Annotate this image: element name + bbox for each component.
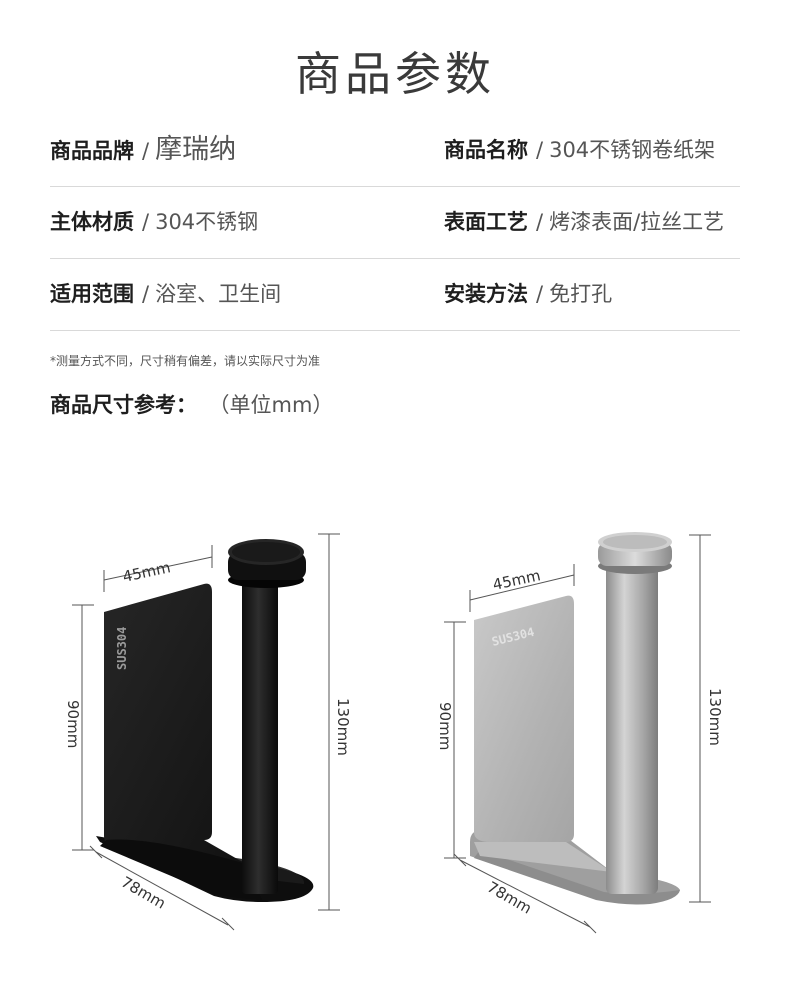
silver-height-label: 90mm: [436, 702, 454, 750]
spec-separator: /: [536, 282, 544, 306]
spec-value: 304不锈钢: [155, 210, 259, 234]
spec-value: 免打孔: [549, 282, 613, 306]
spec-separator: /: [142, 282, 150, 306]
spec-separator: /: [142, 139, 150, 163]
spec-label: 表面工艺: [444, 210, 528, 234]
silver-holder: SUS304 45mm 90mm 130mm 78mm: [436, 532, 724, 934]
dimensions-label: 商品尺寸参考：: [50, 393, 197, 417]
black-holder: SUS304 45mm 90mm 130mm 78mm: [64, 533, 352, 931]
silver-width-label: 45mm: [491, 566, 542, 594]
black-marking: SUS304: [115, 627, 129, 670]
black-total-height-label: 130mm: [334, 698, 352, 756]
spec-usage: 适用范围 /浴室、卫生间: [50, 258, 281, 330]
page-title: 商品参数: [295, 47, 495, 101]
spec-value: 摩瑞纳: [155, 134, 237, 165]
silver-width-dimension-line: [469, 574, 575, 601]
silver-back-plate: [474, 595, 574, 842]
spec-row: 商品品牌/摩瑞纳 商品名称/304不锈钢卷纸架: [50, 114, 740, 187]
silver-total-height-label: 130mm: [706, 688, 724, 746]
black-width-label: 45mm: [121, 558, 172, 586]
spec-brand: 商品品牌 /摩瑞纳: [50, 114, 236, 186]
black-back-plate: [104, 583, 246, 864]
measurement-note: *测量方式不同，尺寸稍有偏差，请以实际尺寸为准: [50, 354, 321, 368]
spec-row: 主体材质/304不锈钢 表面工艺/烤漆表面/拉丝工艺: [50, 186, 740, 259]
silver-depth-dimension-line: [459, 859, 591, 928]
spec-product-name: 商品名称 /304不锈钢卷纸架: [444, 114, 715, 186]
spec-separator: /: [142, 210, 150, 234]
spec-label: 安装方法: [444, 282, 528, 306]
spec-surface: 表面工艺 /烤漆表面/拉丝工艺: [444, 186, 724, 258]
silver-rod: [606, 560, 658, 894]
spec-label: 商品名称: [444, 138, 528, 162]
dimensions-unit: （单位mm）: [219, 393, 334, 417]
spec-material: 主体材质 /304不锈钢: [50, 186, 258, 258]
black-rod: [242, 562, 278, 894]
silver-depth-label: 78mm: [484, 878, 535, 918]
spec-label: 主体材质: [50, 210, 134, 234]
spec-separator: /: [536, 210, 544, 234]
spec-label: 商品品牌: [50, 139, 134, 163]
spec-value: 304不锈钢卷纸架: [549, 138, 716, 162]
black-width-dimension-line: [103, 556, 213, 581]
spec-value: 浴室、卫生间: [155, 282, 282, 306]
spec-row: 适用范围/浴室、卫生间 安装方法/免打孔: [50, 258, 740, 331]
spec-separator: /: [536, 138, 544, 162]
spec-value: 烤漆表面/拉丝工艺: [549, 210, 725, 234]
dimensions-heading: 商品尺寸参考： （单位mm）: [50, 390, 333, 420]
spec-label: 适用范围: [50, 282, 134, 306]
spec-install: 安装方法 /免打孔: [444, 258, 612, 330]
black-height-label: 90mm: [64, 700, 82, 748]
black-depth-dimension-line: [95, 851, 229, 926]
black-depth-label: 78mm: [118, 873, 169, 913]
